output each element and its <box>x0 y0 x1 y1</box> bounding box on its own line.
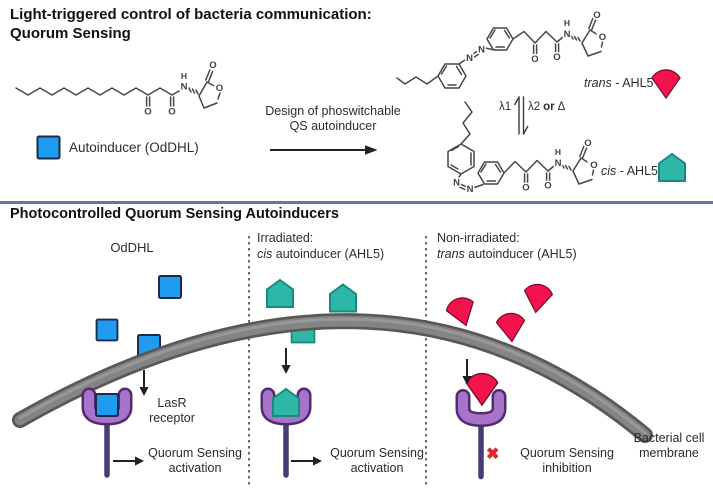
atom-label: O <box>168 107 175 118</box>
lasr-receptor <box>463 397 499 477</box>
reaction-arrow <box>270 145 378 155</box>
atom-label: H <box>555 147 561 157</box>
atom-label: O <box>544 181 551 192</box>
cis-pentagon-icon <box>266 279 294 308</box>
atom-label: O <box>531 54 538 65</box>
down-arrow-icon <box>280 347 292 375</box>
atom-label: O <box>584 138 591 149</box>
atom-label: N <box>466 53 473 64</box>
trans-fan-icon <box>521 281 555 315</box>
trans-fan-icon <box>651 69 681 99</box>
panel-header-irradiated: Irradiated: cis autoinducer (AHL5) <box>257 231 385 261</box>
atom-label: O <box>599 32 606 43</box>
figure-title-line1: Light-triggered control of bacteria comm… <box>10 6 372 23</box>
atom-label: N <box>467 184 474 195</box>
autoinducer-square-icon <box>95 393 119 417</box>
panel-header-non-irradiated: Non-irradiated: trans autoinducer (AHL5) <box>437 231 577 261</box>
lasr-receptor-label: LasR receptor <box>149 396 195 425</box>
right-arrow-icon <box>290 455 323 467</box>
equilibrium-arrows-icon <box>514 96 529 135</box>
atom-label: O <box>216 83 223 94</box>
cis-ahl5-label: cis - AHL5 <box>601 164 658 178</box>
atom-label: N <box>564 29 571 40</box>
cis-pentagon-icon <box>329 283 357 313</box>
section-heading: Photocontrolled Quorum Sensing Autoinduc… <box>10 206 339 222</box>
cis-pentagon-icon <box>658 153 686 182</box>
autoinducer-square-icon <box>95 318 119 342</box>
figure-title-line2: Quorum Sensing <box>10 25 131 42</box>
figure-title: Light-triggered control of bacteria comm… <box>10 5 372 43</box>
membrane-label: Bacterial cell membrane <box>633 431 705 460</box>
panel-header-oddhl: OdDHL <box>110 240 154 255</box>
reaction-arrow-label: Design of phoswitchable QS autoinducer <box>265 104 401 133</box>
atom-label: N <box>555 158 562 169</box>
outcome-label-activation: Quorum Sensing activation <box>148 446 242 475</box>
autoinducer-legend-label: Autoinducer (OdDHL) <box>69 140 199 155</box>
atom-label: O <box>590 160 597 171</box>
atom-label: O <box>522 183 529 194</box>
atom-label: O <box>144 107 151 118</box>
atom-label: N <box>478 45 485 56</box>
lambda1-label: λ1 <box>499 101 512 113</box>
atom-label: H <box>564 18 570 28</box>
trans-ahl5-structure: N N O O N H O O <box>396 9 608 89</box>
autoinducer-square-icon <box>158 275 182 299</box>
outcome-label-activation: Quorum Sensing activation <box>330 446 424 475</box>
trans-fan-icon <box>495 311 527 344</box>
inhibition-x-icon: ✖ <box>486 446 500 463</box>
section-divider <box>0 201 713 204</box>
cell-membrane <box>12 313 653 443</box>
cis-ahl5-structure: N N O O N H O O <box>447 101 599 197</box>
atom-label: N <box>181 82 188 93</box>
right-arrow-icon <box>112 455 145 467</box>
atom-label: O <box>209 60 216 71</box>
cis-pentagon-icon <box>272 388 300 417</box>
trans-ahl5-label: trans - AHL5 <box>584 76 654 90</box>
trans-fan-icon <box>443 293 480 331</box>
atom-label: O <box>553 52 560 63</box>
outcome-label-inhibition: Quorum Sensing inhibition <box>520 446 614 475</box>
atom-label: O <box>593 10 600 21</box>
lambda2-label: λ2 or Δ <box>528 101 566 113</box>
down-arrow-icon <box>138 369 150 397</box>
oddhl-structure: O O N H O O <box>15 59 225 119</box>
autoinducer-square-icon <box>36 135 61 160</box>
atom-label: N <box>453 178 460 189</box>
atom-label: H <box>181 71 187 81</box>
